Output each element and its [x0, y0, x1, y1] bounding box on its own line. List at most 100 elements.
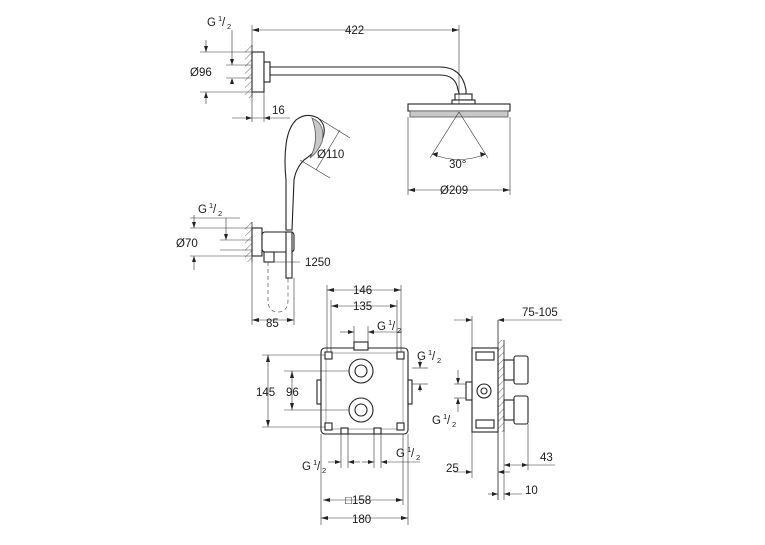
wall-hatch [498, 340, 504, 432]
dim-line [299, 159, 331, 179]
arrow [368, 460, 374, 464]
arrow [408, 188, 415, 192]
frac-slash: / [411, 448, 415, 460]
dim-outlet-diameter: Ø70 [176, 238, 198, 250]
thread-frac-num: 1 [388, 318, 392, 327]
arrow [418, 384, 422, 390]
wall-flange [251, 51, 265, 93]
arrow [466, 470, 472, 474]
dim-plate-width: 180 [352, 514, 371, 526]
arrow [381, 460, 387, 464]
arrow [498, 318, 504, 322]
arm-joint [454, 93, 473, 101]
side-tab-right [407, 379, 413, 405]
arrow [192, 222, 196, 228]
thread-g: G [207, 17, 216, 29]
arrow [204, 92, 208, 98]
arrow [452, 28, 459, 32]
arrow [192, 256, 196, 262]
arrow [348, 460, 354, 464]
hand-shower-view: Ø110 G 1 / 2 Ø70 1250 [176, 114, 351, 330]
side-view: 75-105 G 1 / 2 25 43 10 [432, 307, 562, 500]
lower-knob [513, 395, 529, 425]
dim-head-diameter: Ø209 [440, 185, 468, 197]
arrow [327, 288, 334, 292]
upper-knob-base [503, 359, 515, 381]
spray-line-left [429, 111, 460, 159]
arrow [522, 463, 528, 467]
box-bottom-detail [475, 419, 495, 429]
arrow [504, 492, 510, 496]
spray-line-right [458, 111, 489, 159]
arrow [246, 116, 252, 120]
wall-hatch [245, 222, 252, 262]
thread-g: G [198, 204, 207, 216]
arrow [224, 234, 228, 240]
dim-hand-head-diameter: Ø110 [317, 149, 344, 161]
arrow [335, 460, 341, 464]
hand-shower-face [309, 117, 324, 159]
shower-arm [269, 66, 467, 97]
dim-side-projection: 43 [540, 452, 553, 464]
overhead-shower-view: 30° 422 G 1 / 2 Ø96 16 [190, 14, 511, 197]
arrow [321, 516, 328, 520]
thread-g: G [432, 415, 441, 427]
dim-install-depth: 75-105 [522, 307, 558, 319]
arrow [492, 492, 498, 496]
front-view: 146 135 G 1 / 2 G 1 / 2 14 [256, 285, 441, 526]
thread-frac-den: 2 [416, 453, 420, 462]
arrow [264, 116, 270, 120]
corner-tab [396, 422, 405, 431]
arrow [252, 318, 259, 322]
thread-frac-den: 2 [322, 466, 326, 475]
arrow [368, 330, 374, 334]
arrow [456, 378, 460, 384]
arrow [348, 330, 354, 334]
frac-slash: / [392, 321, 396, 333]
hose-connector [263, 251, 275, 263]
arrow [266, 420, 270, 427]
dim-flange-diameter: Ø96 [190, 67, 212, 79]
upper-knob [513, 355, 529, 385]
dim-square: □158 [345, 495, 371, 507]
thread-g: G [302, 461, 311, 473]
bottom-connector-right [373, 427, 382, 435]
thread-frac-num: 1 [218, 14, 222, 23]
corner-tab [324, 422, 333, 431]
side-inlet [465, 381, 473, 401]
frac-slash: / [432, 351, 436, 363]
thread-frac-den: 2 [437, 356, 441, 365]
arrow [394, 288, 401, 292]
wall-outlet-flange [251, 227, 263, 257]
dim-outer-width: 146 [353, 285, 372, 297]
arrow [287, 318, 294, 322]
top-connector [353, 341, 369, 351]
arrow [252, 28, 259, 32]
dim-arm-length: 422 [345, 25, 364, 37]
thread-frac-num: 1 [313, 458, 317, 467]
dim-height-outer: 145 [256, 387, 275, 399]
thread-frac-num: 1 [209, 201, 213, 210]
frac-slash: / [447, 415, 451, 427]
box-top-detail [475, 351, 495, 361]
lower-knob-base [503, 399, 515, 421]
arrow [432, 152, 438, 157]
frac-slash: / [317, 461, 321, 473]
arrow [418, 362, 422, 368]
upper-valve-inner [354, 364, 368, 378]
thread-frac-num: 1 [428, 348, 432, 357]
arrow [401, 516, 408, 520]
arrow [480, 152, 486, 157]
dim-wall-gap: 25 [446, 463, 459, 475]
thread-frac-den: 2 [397, 326, 401, 335]
arrow [230, 78, 234, 84]
box-body [471, 347, 499, 433]
dim-height-inner: 96 [286, 387, 299, 399]
arm-joint-ring [451, 99, 476, 105]
arrow [466, 318, 472, 322]
thread-g: G [417, 351, 426, 363]
arrow [396, 498, 403, 502]
dim-inner-width: 135 [353, 301, 372, 313]
arrow [290, 371, 294, 378]
bottom-connector-left [340, 427, 349, 435]
